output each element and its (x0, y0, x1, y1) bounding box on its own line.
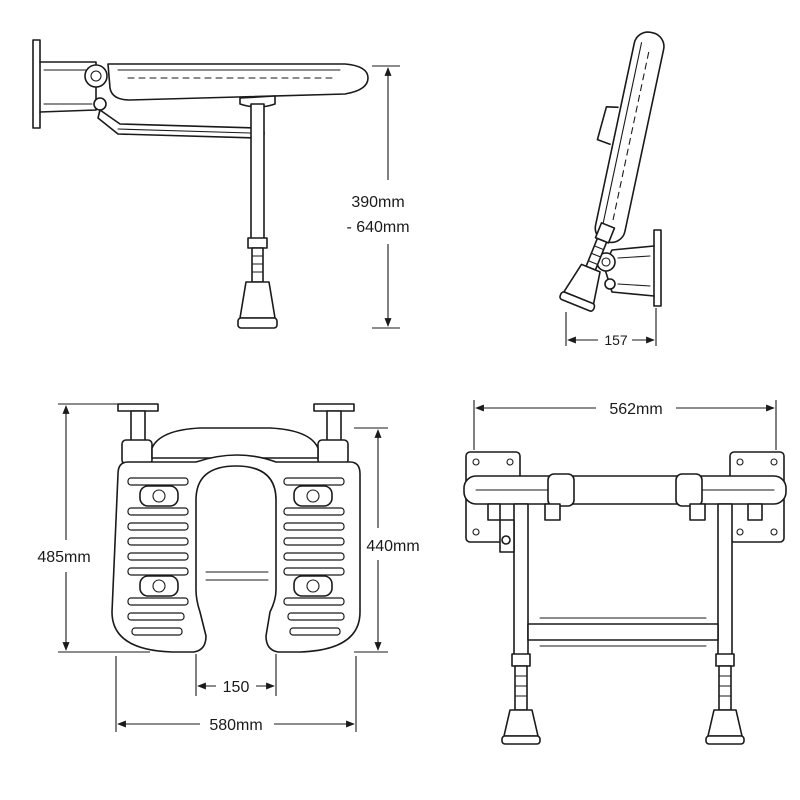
folded-depth-label: 157 (604, 332, 628, 348)
cutout-width-label: 150 (223, 679, 250, 696)
height-range-label-line2: - 640mm (346, 219, 409, 236)
total-width-label: 562mm (609, 401, 662, 418)
side-view-unfolded: 390mm - 640mm (32, 39, 410, 329)
height-range-label-line1: 390mm (351, 194, 404, 211)
seat-width-label: 580mm (209, 717, 262, 734)
seat-depth-inner-label: 440mm (366, 538, 419, 555)
top-view: 485mm 440mm 150 580mm (37, 403, 420, 734)
side-view-folded: 157 (559, 31, 665, 348)
seat-depth-label: 485mm (37, 549, 90, 566)
front-view: 562mm (463, 400, 787, 745)
